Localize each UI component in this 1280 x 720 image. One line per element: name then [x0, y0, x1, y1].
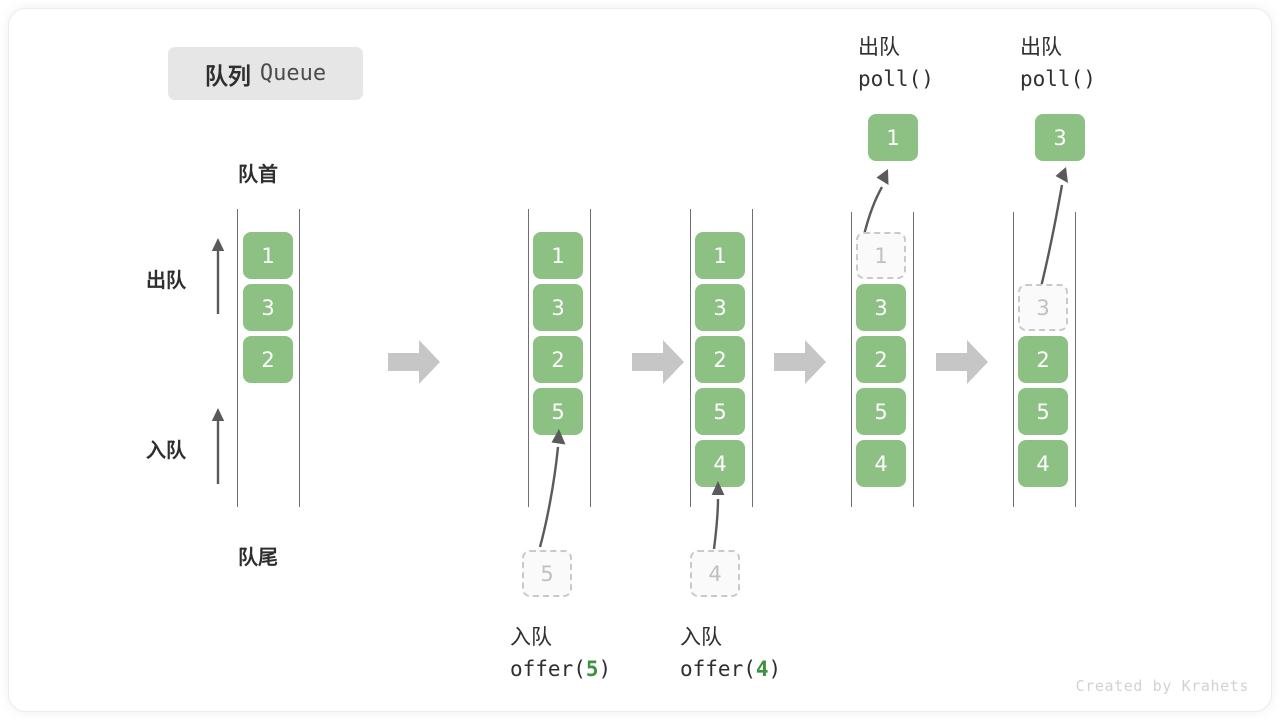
caption-code-offer4: offer(4) — [680, 657, 781, 681]
dequeue-direction-arrow — [211, 238, 225, 314]
label-dequeue: 出队 — [146, 268, 186, 292]
code-arg: 5 — [585, 657, 599, 681]
incoming-ghost-cell: 5 — [522, 550, 572, 597]
caption-code-offer5: offer(5) — [510, 657, 611, 681]
queue-cell: 2 — [856, 336, 906, 383]
queue-cell: 5 — [856, 388, 906, 435]
queue-cell: 3 — [856, 284, 906, 331]
enqueue-direction-arrow — [211, 408, 225, 484]
queue-cell: 5 — [695, 388, 745, 435]
pop-label-cn-1: 出队 — [858, 35, 900, 59]
queue-rail-right-5 — [1075, 212, 1076, 507]
watermark: Created by Krahets — [1075, 677, 1249, 695]
queue-rail-right-2 — [590, 209, 591, 507]
step-transition-arrow — [388, 340, 440, 384]
queue-rail-right-1 — [299, 209, 300, 507]
step-transition-arrow — [936, 340, 988, 384]
popped-cell: 3 — [1035, 114, 1085, 161]
enqueue-pointer-arrow — [711, 481, 725, 550]
dequeue-pointer-arrow — [1038, 167, 1068, 292]
queue-cell: 1 — [533, 232, 583, 279]
code-arg: 4 — [755, 657, 769, 681]
code-post: ) — [598, 657, 612, 681]
queue-rail-left-4 — [851, 212, 852, 507]
queue-cell: 1 — [243, 232, 293, 279]
queue-rail-left-5 — [1013, 212, 1014, 507]
step-transition-arrow — [774, 340, 826, 384]
queue-rail-left-2 — [528, 209, 529, 507]
queue-cell: 2 — [695, 336, 745, 383]
queue-rail-left-1 — [237, 209, 238, 507]
queue-cell-new: 5 — [533, 388, 583, 435]
enqueue-pointer-arrow — [538, 429, 566, 548]
queue-cell-removed: 1 — [856, 232, 906, 279]
queue-cell: 4 — [1018, 440, 1068, 487]
caption-cn-offer5: 入队 — [510, 625, 552, 649]
diagram-title-chip: 队列 Queue — [168, 47, 363, 100]
label-enqueue: 入队 — [146, 438, 186, 462]
title-cn: 队列 — [204, 63, 251, 90]
queue-cell: 2 — [533, 336, 583, 383]
queue-cell: 3 — [533, 284, 583, 331]
code-pre: offer( — [680, 657, 756, 681]
label-tail: 队尾 — [238, 545, 278, 569]
pop-label-cn-2: 出队 — [1020, 35, 1062, 59]
pop-label-code-1: poll() — [858, 67, 934, 91]
queue-rail-right-4 — [913, 212, 914, 507]
queue-cell: 3 — [243, 284, 293, 331]
queue-cell: 5 — [1018, 388, 1068, 435]
code-post: ) — [768, 657, 782, 681]
queue-cell: 3 — [695, 284, 745, 331]
pop-label-code-2: poll() — [1020, 67, 1096, 91]
queue-rail-left-3 — [690, 209, 691, 507]
queue-rail-right-3 — [752, 209, 753, 507]
popped-cell: 1 — [868, 114, 918, 161]
queue-cell: 2 — [243, 336, 293, 383]
queue-cell: 2 — [1018, 336, 1068, 383]
queue-cell-removed: 3 — [1018, 284, 1068, 331]
queue-cell-new: 4 — [695, 440, 745, 487]
queue-cell: 4 — [856, 440, 906, 487]
incoming-ghost-cell: 4 — [690, 550, 740, 597]
dequeue-pointer-arrow — [862, 169, 889, 236]
title-en: Queue — [259, 61, 327, 86]
caption-cn-offer4: 入队 — [680, 625, 722, 649]
step-transition-arrow — [632, 340, 684, 384]
queue-cell: 1 — [695, 232, 745, 279]
label-head: 队首 — [238, 162, 278, 186]
code-pre: offer( — [510, 657, 586, 681]
